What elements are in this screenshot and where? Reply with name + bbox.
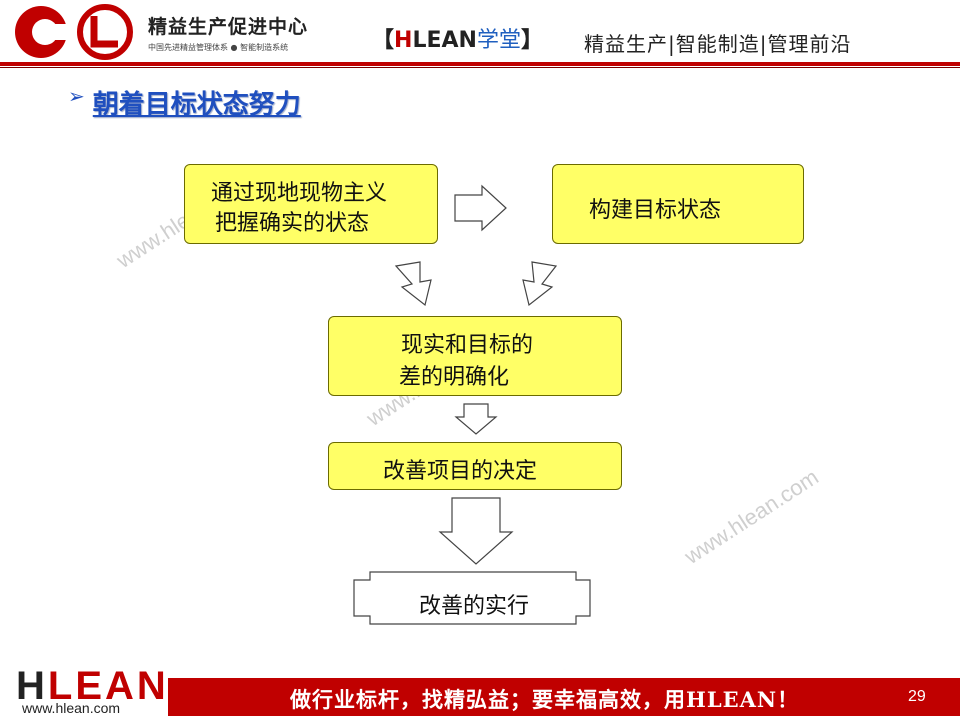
slide-title: ➢ 朝着目标状态努力 (68, 84, 301, 121)
brand-h: H (394, 28, 413, 53)
brand-close-bracket: 】 (520, 28, 543, 53)
brand-label: 【HLEAN学堂】 (372, 22, 543, 54)
arrow-right-icon (454, 184, 507, 232)
flow-box-gap-clarify: 现实和目标的 差的明确化 (328, 316, 622, 396)
footer-logo-h: H (16, 664, 48, 708)
flow-box-grasp-status: 通过现地现物主义 把握确实的状态 (184, 164, 438, 244)
brand-open-bracket: 【 (372, 28, 395, 53)
page-number: 29 (908, 688, 926, 705)
footer-logo: HLEAN (16, 664, 169, 709)
execute-box-shape (353, 571, 591, 625)
org-subtitle: 中国先进精益管理体系 ● 智能制造系统 (148, 43, 289, 52)
footer-logo-lean: LEAN (47, 664, 169, 708)
bullet-arrow-icon: ➢ (68, 84, 85, 108)
brand-lean: LEAN (412, 28, 477, 53)
header-divider-thin (0, 67, 960, 68)
flow-box-text: 把握确实的状态 (215, 211, 370, 236)
arrow-down-left-icon (522, 261, 558, 307)
arrow-down-small-icon (454, 403, 498, 435)
flow-box-text: 通过现地现物主义 (211, 181, 388, 206)
slide-title-text: 朝着目标状态努力 (92, 90, 301, 120)
footer-bar (168, 678, 960, 716)
brand-xuetang: 学堂 (476, 28, 521, 53)
flow-box-execute-text: 改善的实行 (418, 594, 529, 619)
header-tagline: 精益生产|智能制造|管理前沿 (584, 32, 852, 56)
flow-box-text: 改善项目的决定 (383, 459, 538, 484)
flow-box-text: 现实和目标的 (401, 333, 534, 358)
flow-box-text: 构建目标状态 (589, 198, 722, 223)
flow-box-text: 差的明确化 (399, 365, 510, 390)
footer-slogan: 做行业标杆，找精弘益；要幸福高效，用HLEAN！ (290, 687, 800, 712)
footer-url: www.hlean.com (22, 700, 121, 716)
logo-icon (8, 4, 140, 64)
arrow-down-right-icon (394, 261, 432, 307)
header-divider (0, 62, 960, 66)
flow-box-target-status: 构建目标状态 (552, 164, 804, 244)
org-name: 精益生产促进中心 (148, 16, 309, 38)
flow-box-decide: 改善项目的决定 (328, 442, 622, 490)
arrow-down-large-icon (438, 497, 514, 565)
